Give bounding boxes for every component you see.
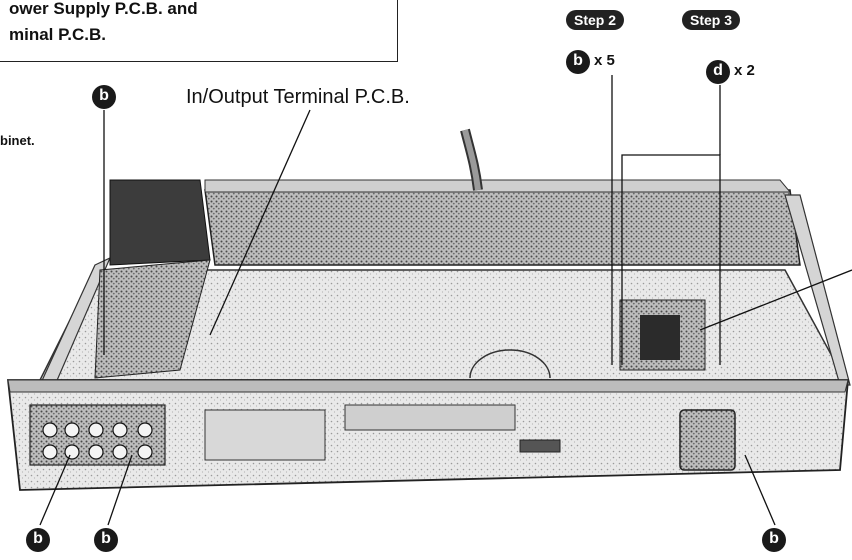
right-leader-line [699,269,852,331]
screw-marker-b-bottom-2: b [94,528,118,552]
screw-marker-b-bottom-3: b [762,528,786,552]
screw-d-icon: d [706,60,730,84]
step-3-quantity: x 2 [734,62,755,79]
screw-marker-b-top: b [92,85,116,109]
screw-marker-b-bottom-1: b [26,528,50,552]
rear-pcb [204,189,801,266]
inout-terminal-label: In/Output Terminal P.C.B. [186,86,410,108]
screw-b-icon: b [566,50,590,74]
step-2-quantity: x 5 [594,52,615,69]
title-line-1: ower Supply P.C.B. and [9,0,198,18]
inout-leader-line [209,109,311,336]
step-3-badge: Step 3 [682,10,741,30]
title-box: ower Supply P.C.B. and minal P.C.B. [0,0,398,62]
step-2-badge: Step 2 [566,10,625,30]
title-line-2: minal P.C.B. [9,25,106,44]
side-note: binet. [0,133,35,148]
